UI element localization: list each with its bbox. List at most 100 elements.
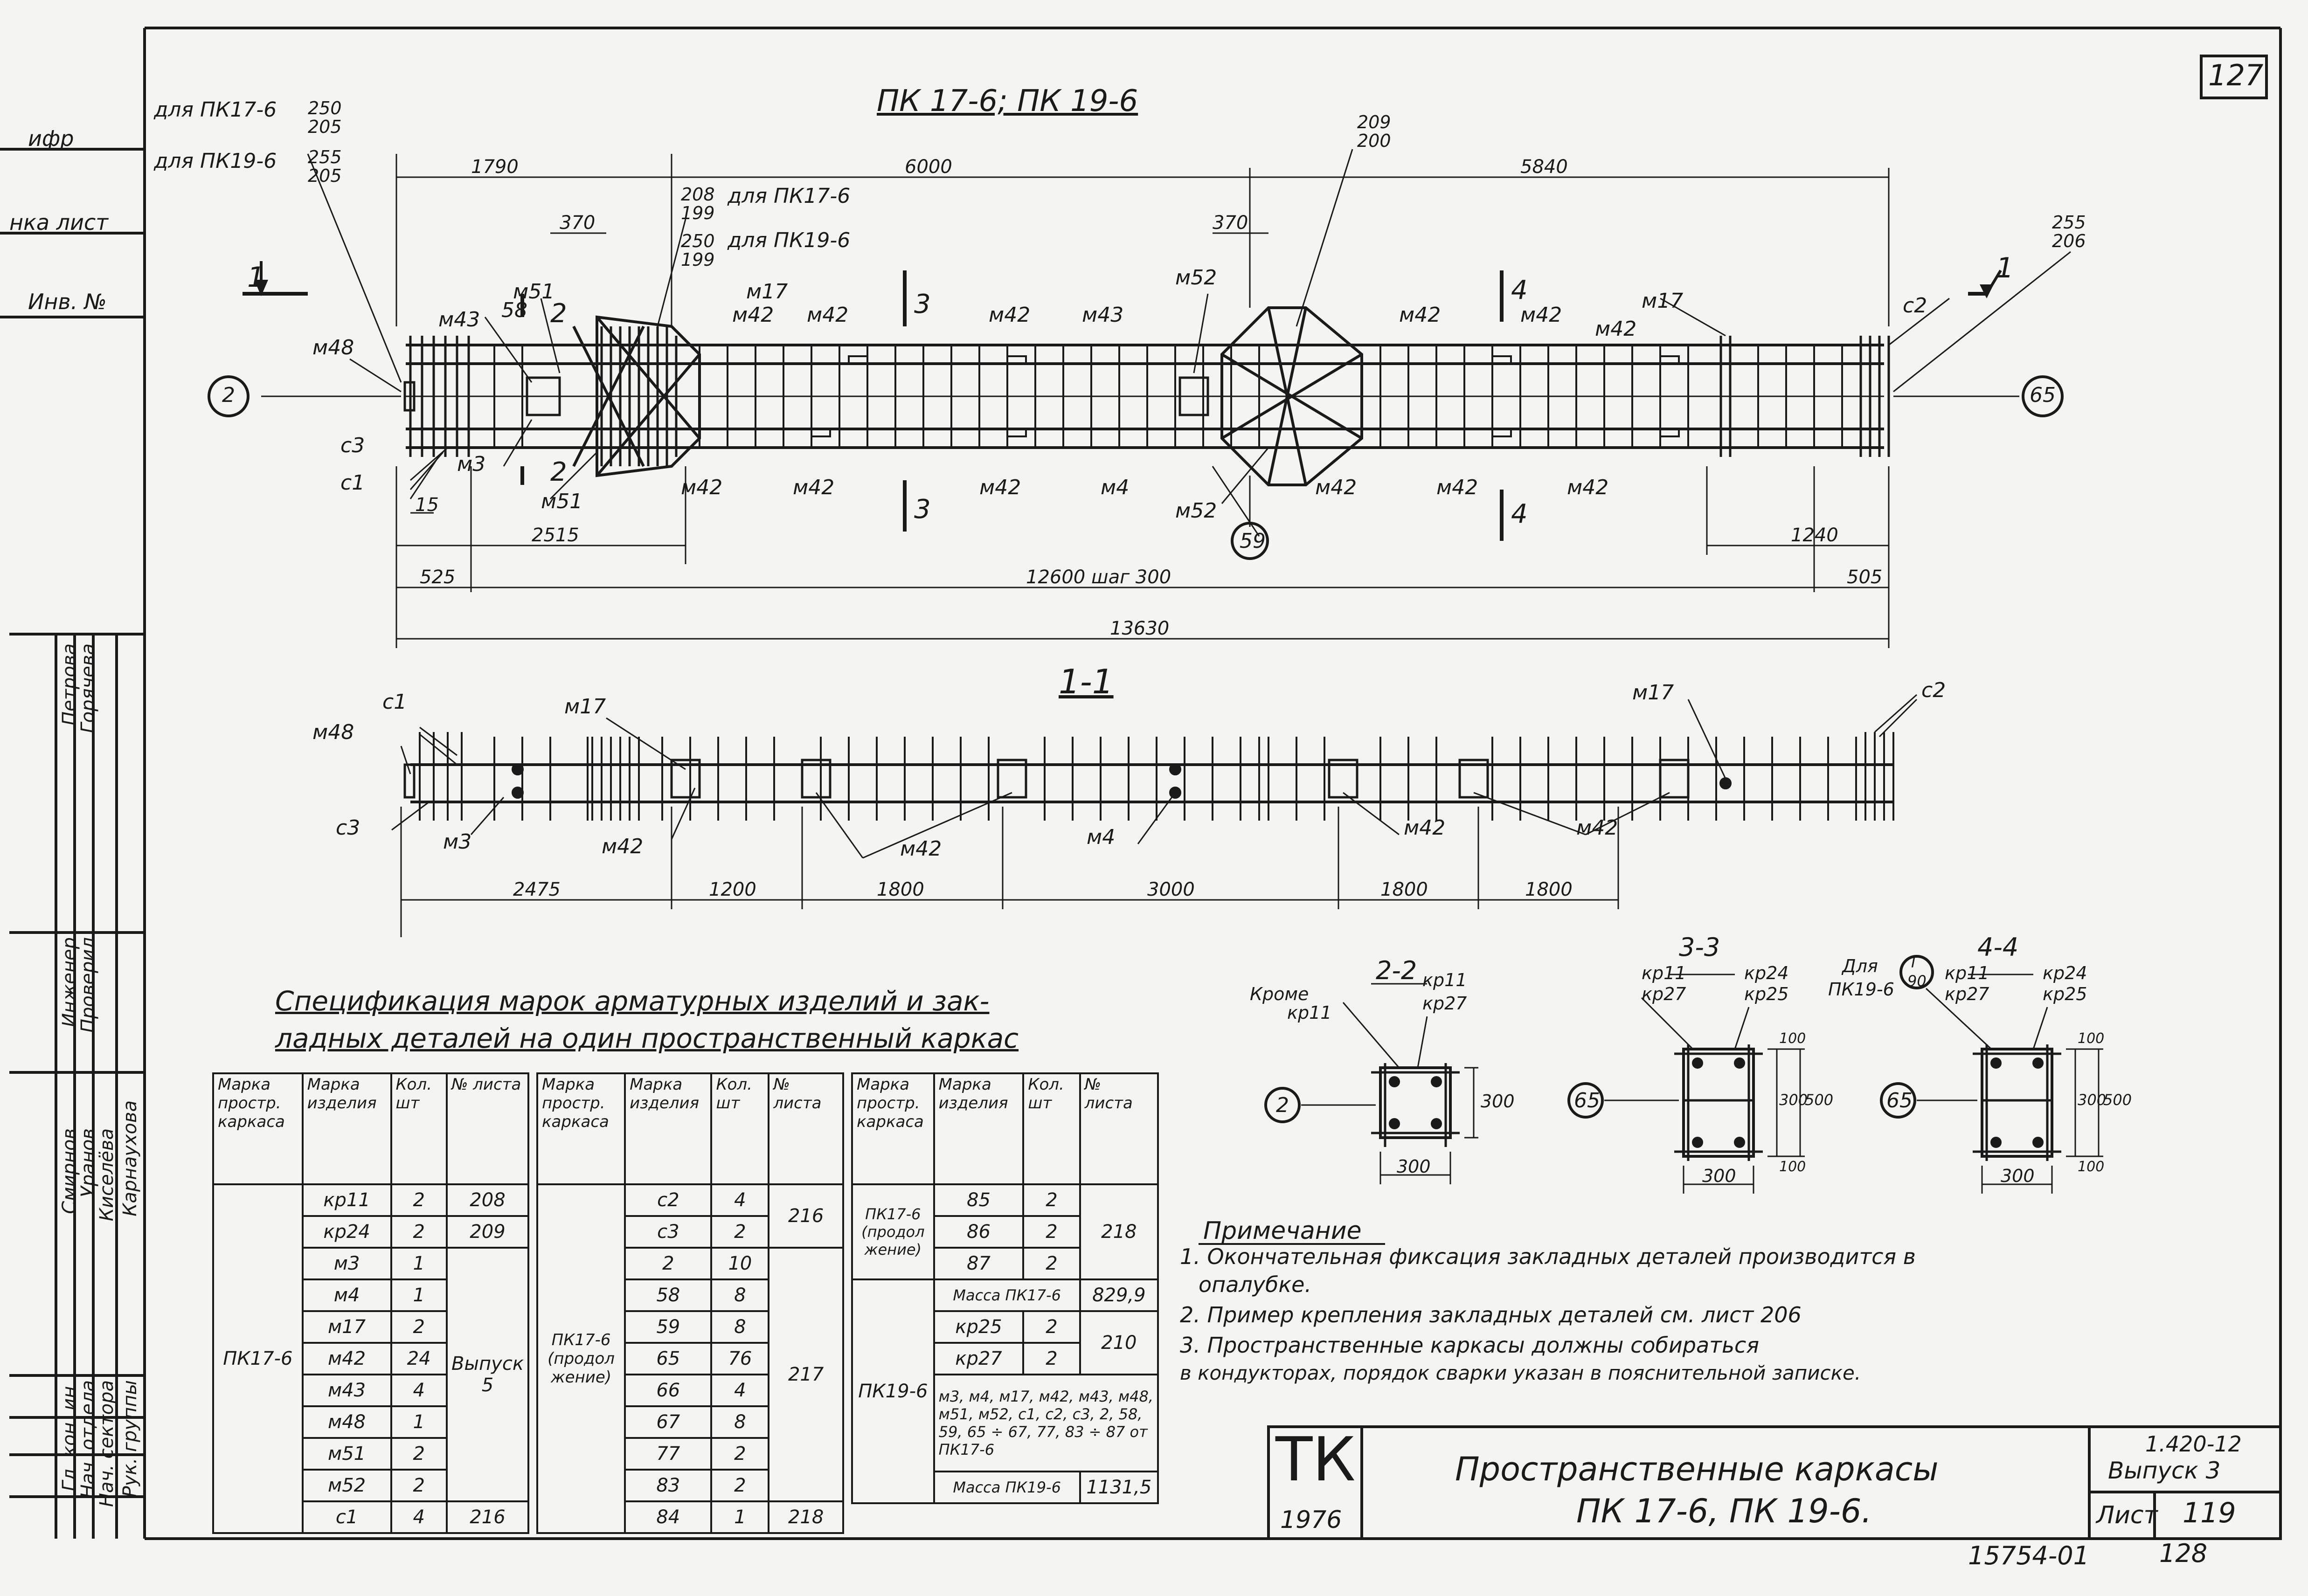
dim-13630: 13630 bbox=[1110, 618, 1170, 639]
bubble-top-center-b: 200 bbox=[1357, 131, 1391, 151]
mark-m43-plan-left: м43 bbox=[438, 308, 480, 332]
dim-11-2475: 2475 bbox=[513, 879, 561, 900]
sheet-cell-216: 216 bbox=[768, 1183, 844, 1249]
table-cell: 2 bbox=[1022, 1342, 1081, 1375]
page-number-bottom: 128 bbox=[2159, 1539, 2208, 1568]
dim-11-1800a: 1800 bbox=[877, 879, 924, 900]
dim-1240: 1240 bbox=[1791, 525, 1838, 546]
sheet-number: 119 bbox=[2183, 1497, 2236, 1529]
notes-title: Примечание bbox=[1203, 1217, 1362, 1245]
s22-height: 300 bbox=[1481, 1091, 1515, 1112]
table-cell: 8 bbox=[710, 1278, 770, 1312]
section-2-2-title: 2-2 bbox=[1376, 956, 1417, 985]
s44-pk: ПК19-6 bbox=[1828, 979, 1894, 1000]
section-3-top: 3 bbox=[914, 289, 931, 319]
note-line-1: 1. Окончательная фиксация закладных дета… bbox=[1180, 1244, 1916, 1269]
bubble-pk19-b: 205 bbox=[308, 166, 342, 186]
s33-kp11: кр11 bbox=[1642, 963, 1686, 983]
margin-name-3: Киселёва bbox=[96, 1128, 118, 1222]
table-cell: м3 bbox=[301, 1247, 392, 1280]
dim-12600: 12600 шаг 300 bbox=[1026, 567, 1171, 588]
mark-m42-plan-5: м42 bbox=[1520, 303, 1562, 327]
section-4-4-title: 4-4 bbox=[1977, 933, 2019, 962]
dim-11-1800b: 1800 bbox=[1380, 879, 1428, 900]
table-cell: 2 bbox=[390, 1215, 448, 1249]
bubble-58: 58 bbox=[501, 298, 527, 322]
mass-label-17: Масса ПК17-6 bbox=[933, 1278, 1081, 1312]
table-cell: 2 bbox=[1022, 1247, 1081, 1280]
sheet-cell-218: 218 bbox=[768, 1500, 844, 1534]
title-line-2: ПК 17-6, ПК 19-6. bbox=[1576, 1492, 1872, 1530]
table-cell: 2 bbox=[1022, 1215, 1081, 1249]
s44-h300: 300 bbox=[2078, 1091, 2107, 1109]
table-cell: 2 bbox=[390, 1469, 448, 1502]
header-frame: Марка простр. каркаса bbox=[212, 1072, 304, 1185]
table-cell: м42 bbox=[301, 1342, 392, 1375]
mark-m4-plan: м4 bbox=[1101, 476, 1130, 499]
bubble-right-b: 206 bbox=[2052, 231, 2086, 251]
note-line-3: 2. Пример крепления закладных деталей см… bbox=[1180, 1302, 1802, 1327]
mass-value-17: 829,9 bbox=[1079, 1278, 1159, 1312]
bubble-pk19-a: 255 bbox=[308, 147, 342, 167]
s22-except: Кроме bbox=[1250, 984, 1309, 1004]
table-cell: 1 bbox=[390, 1278, 448, 1312]
margin-fragment-3: Инв. № bbox=[28, 289, 107, 314]
section-2-top: 2 bbox=[550, 298, 567, 329]
mark-m17-plan-left: м17 bbox=[746, 280, 788, 304]
mark-m51-plan-top: м51 bbox=[513, 280, 555, 304]
table-cell: 4 bbox=[390, 1374, 448, 1407]
mark-m51-plan-bottom: м51 bbox=[541, 490, 583, 513]
s33-kp27: кр27 bbox=[1642, 984, 1686, 1004]
title-line-1: Пространственные каркасы bbox=[1455, 1450, 1939, 1488]
table-cell: 2 bbox=[624, 1247, 713, 1280]
mark-m42-plan-1: м42 bbox=[732, 303, 774, 327]
mark-m42-plan-11: м42 bbox=[1436, 476, 1478, 499]
table-cell: 83 bbox=[624, 1469, 713, 1502]
dim-6000: 6000 bbox=[905, 156, 952, 178]
note-mid-pk19: для ПК19-6 bbox=[728, 228, 851, 252]
header-qty: Кол. шт bbox=[1022, 1072, 1081, 1185]
mark-m42-plan-2: м42 bbox=[807, 303, 849, 327]
issue-number: Выпуск 3 bbox=[2108, 1457, 2221, 1484]
header-frame: Марка простр. каркаса bbox=[851, 1072, 935, 1185]
table-cell: 4 bbox=[390, 1500, 448, 1534]
stamp-year: 1976 bbox=[1280, 1506, 1342, 1534]
frame-cell: ПК17-6 (продол жение) bbox=[851, 1183, 935, 1280]
table-cell: 66 bbox=[624, 1374, 713, 1407]
s33-h300: 300 bbox=[1779, 1091, 1808, 1109]
mark-m42-11-4: м42 bbox=[1576, 816, 1618, 840]
table-cell: кр24 bbox=[301, 1215, 392, 1249]
table-cell: 59 bbox=[624, 1310, 713, 1344]
dim-11-1200: 1200 bbox=[709, 879, 756, 900]
table-cell: кр25 bbox=[933, 1310, 1025, 1344]
mark-c2-plan: с2 bbox=[1903, 294, 1927, 318]
s22-axis: 2 bbox=[1276, 1093, 1289, 1117]
header-qty: Кол. шт bbox=[710, 1072, 770, 1185]
mark-c1-plan: с1 bbox=[340, 471, 365, 495]
stamp-letters: ТК bbox=[1275, 1424, 1356, 1495]
s44-g: Г bbox=[1911, 953, 1920, 971]
s44-kp24: кр24 bbox=[2043, 963, 2087, 983]
pk19-list: м3, м4, м17, м42, м43, м48, м51, м52, с1… bbox=[933, 1374, 1159, 1472]
table-cell: с2 bbox=[624, 1183, 713, 1217]
mark-m42-plan-7: м42 bbox=[681, 476, 723, 499]
dim-15: 15 bbox=[415, 494, 439, 516]
table-cell: 2 bbox=[390, 1310, 448, 1344]
table-cell: с1 bbox=[301, 1500, 392, 1534]
section-1-1-title: 1-1 bbox=[1059, 662, 1114, 701]
s22-kp27: кр27 bbox=[1422, 993, 1467, 1014]
s44-h500: 500 bbox=[2103, 1091, 2132, 1109]
s33-axis: 65 bbox=[1574, 1089, 1600, 1112]
frame-cell: ПК17-6 bbox=[212, 1183, 304, 1534]
table-cell: 2 bbox=[390, 1437, 448, 1471]
section-1-left: 1 bbox=[247, 261, 265, 294]
bubble-top-center-a: 209 bbox=[1357, 112, 1391, 132]
bubble-mid17-a: 208 bbox=[681, 184, 715, 205]
spec-table-1: Марка простр. каркаса Марка изделия Кол.… bbox=[212, 1072, 530, 1534]
mark-m42-11-2: м42 bbox=[900, 837, 942, 861]
note-line-5: в кондукторах, порядок сварки указан в п… bbox=[1180, 1361, 1861, 1384]
table-cell: 76 bbox=[710, 1342, 770, 1375]
margin-fragment-2: нка лист bbox=[9, 210, 109, 235]
table-cell: м17 bbox=[301, 1310, 392, 1344]
